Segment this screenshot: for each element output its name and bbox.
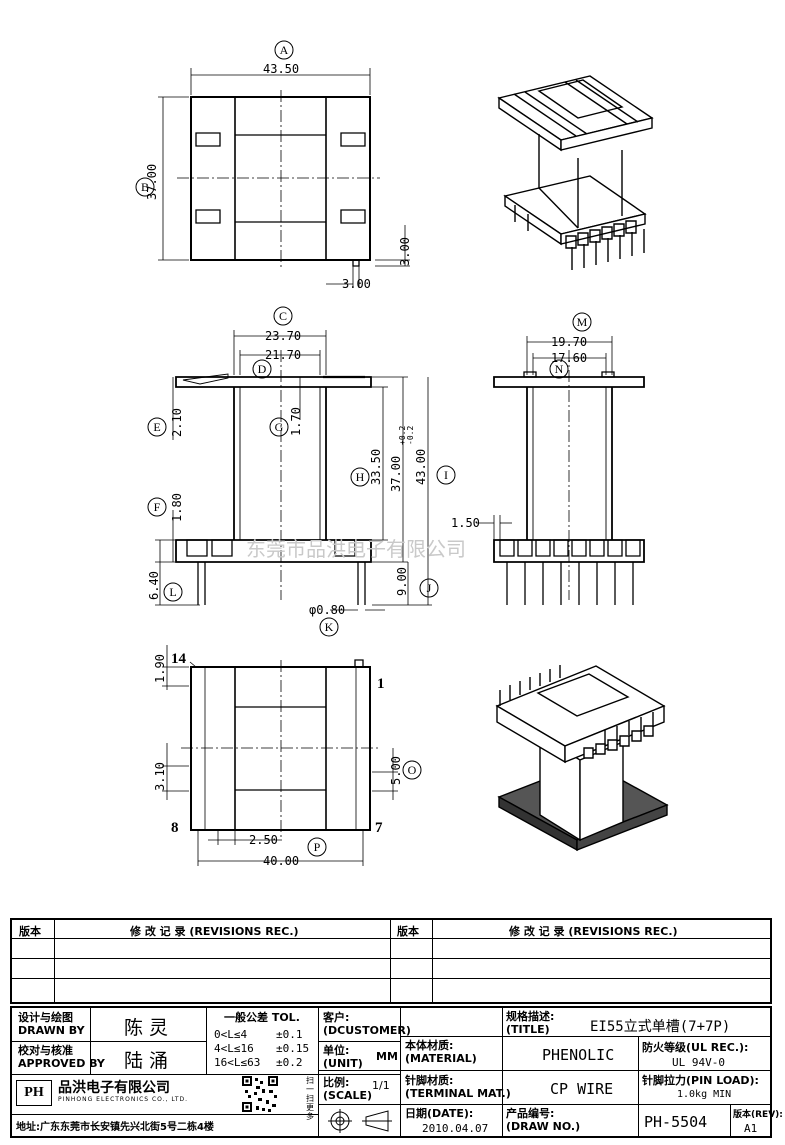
dim-o: 5.00 [389, 756, 403, 785]
dim-n: 17.60 [551, 351, 587, 365]
scale-label: 比例: (SCALE) [323, 1076, 373, 1102]
technical-drawing: 43.50 37.00 3.00 3.00 23.70 21.70 2.10 1… [0, 0, 785, 868]
pin-label-7: 7 [375, 820, 383, 836]
fire-rating-label: 防火等级(UL REC.): [642, 1041, 749, 1054]
drawn-by-label: 设计与绘图 DRAWN BY [18, 1011, 85, 1037]
circle-l: L [169, 585, 176, 599]
circle-k: K [325, 620, 334, 634]
customer-label: 客户: (DCUSTOMER) [323, 1011, 411, 1037]
approved-by-label: 校对与核准 APPROVED BY [18, 1044, 105, 1070]
dim-f: 1.80 [170, 493, 184, 522]
material-value: PHENOLIC [542, 1046, 615, 1064]
circle-m: M [577, 315, 588, 329]
dim-b: 37.00 [145, 164, 159, 200]
terminal-value: CP WIRE [550, 1080, 614, 1098]
dim-c: 23.70 [265, 329, 301, 343]
dim-h: 33.50 [369, 449, 383, 485]
drawn-by-name: 陈灵 [124, 1017, 175, 1039]
qr-side-text: 扫一扫更多 [306, 1076, 314, 1121]
company-name-en: PINHONG ELECTRONICS CO., LTD. [58, 1096, 189, 1103]
rev-header-version-2: 版本 [397, 925, 419, 938]
dim-k: φ0.80 [309, 603, 345, 617]
company-address: 地址:广东东莞市长安镇先兴北街5号二栋4楼 [16, 1122, 214, 1133]
pin-label-14: 14 [171, 651, 187, 667]
iso-view-top [499, 76, 652, 270]
circle-n: N [555, 362, 564, 376]
tolerance-label: 一般公差 TOL. [224, 1011, 300, 1024]
dim-q2: 3.10 [153, 762, 167, 791]
circle-d: D [258, 362, 267, 376]
circle-i: I [444, 468, 448, 482]
dim-tol-dn: -0.2 [406, 426, 415, 445]
circle-o: O [408, 763, 417, 777]
dim-pin-w: 3.00 [342, 277, 371, 291]
side-view [476, 336, 644, 605]
top-view [158, 68, 410, 288]
circle-f: F [154, 500, 161, 514]
title-label: 规格描述: (TITLE) [506, 1010, 555, 1036]
date-value: 2010.04.07 [422, 1122, 489, 1135]
scale-value: 1/1 [372, 1079, 390, 1092]
dim-pin-h: 3.00 [398, 237, 412, 266]
pin-load-label: 针脚拉力(PIN LOAD): [642, 1074, 759, 1087]
company-name-cn: 品洪电子有限公司 [58, 1080, 170, 1096]
rev-header-records: 修 改 记 录 (REVISIONS REC.) [130, 925, 299, 938]
circle-p: P [314, 840, 321, 854]
label-circles [136, 41, 591, 856]
pin-label-1: 1 [377, 676, 385, 692]
watermark: 东莞市品洪电子有限公司 [246, 537, 466, 561]
rev-header-version: 版本 [19, 925, 41, 938]
iso-view-bottom [497, 665, 667, 850]
dim-l: 6.40 [147, 571, 161, 600]
pin-label-8: 8 [171, 820, 179, 836]
date-label: 日期(DATE): [405, 1107, 474, 1120]
circle-h: H [356, 470, 365, 484]
bottom-view [162, 645, 398, 866]
dimension-labels: 43.50 37.00 3.00 3.00 23.70 21.70 2.10 1… [145, 62, 587, 868]
circle-g: G [275, 420, 284, 434]
rev-label: 版本(REV): [733, 1110, 783, 1120]
pin-load-value: 1.0kg MIN [677, 1089, 732, 1100]
revisions-table: 版本 修 改 记 录 (REVISIONS REC.) 版本 修 改 记 录 (… [10, 918, 772, 1004]
fire-rating-value: UL 94V-0 [672, 1056, 725, 1069]
company-logo: PH [16, 1080, 52, 1106]
draw-no-label: 产品编号: (DRAW NO.) [506, 1107, 581, 1133]
qr-code [242, 1076, 278, 1112]
tolerance-table: 0<L≤4±0.1 4<L≤16±0.15 16<L≤63±0.2 [214, 1028, 310, 1069]
rev-value: A1 [744, 1122, 758, 1135]
dim-p: 40.00 [263, 854, 299, 868]
dim-e: 2.10 [170, 408, 184, 437]
approved-by-name: 陆涌 [124, 1050, 175, 1072]
circle-c: C [279, 309, 287, 323]
dim-j: 9.00 [395, 567, 409, 596]
rev-header-records-2: 修 改 记 录 (REVISIONS REC.) [509, 925, 678, 938]
dim-d: 21.70 [265, 348, 301, 362]
circle-b: B [141, 180, 149, 194]
draw-no-value: PH-5504 [644, 1113, 708, 1131]
material-label: 本体材质: (MATERIAL) [405, 1039, 477, 1065]
dim-a: 43.50 [263, 62, 299, 76]
dim-m: 19.70 [551, 335, 587, 349]
circle-a: A [280, 43, 289, 57]
unit-label: 单位: (UNIT) [323, 1044, 363, 1070]
terminal-label: 针脚材质: (TERMINAL MAT.) [405, 1074, 511, 1100]
dim-tol-main: 37.00 [389, 456, 403, 492]
unit-value: MM [376, 1050, 398, 1063]
projection-symbol [326, 1107, 396, 1135]
front-view [155, 330, 432, 610]
circle-e: E [153, 420, 160, 434]
dim-p1: 2.50 [249, 833, 278, 847]
circle-j: J [427, 581, 432, 595]
dim-i: 43.00 [414, 449, 428, 485]
dim-g: 1.70 [289, 407, 303, 436]
dim-q1: 1.90 [153, 654, 167, 683]
title-block: 设计与绘图 DRAWN BY 陈灵 校对与核准 APPROVED BY 陆涌 一… [10, 1006, 783, 1138]
circle-letters: A B C D E G F H I L J K M N O P [141, 43, 588, 854]
dim-tol-up: +0.2 [398, 426, 407, 445]
title-value: EI55立式单槽(7+7P) [590, 1019, 731, 1035]
dim-side-w: 1.50 [451, 516, 480, 530]
